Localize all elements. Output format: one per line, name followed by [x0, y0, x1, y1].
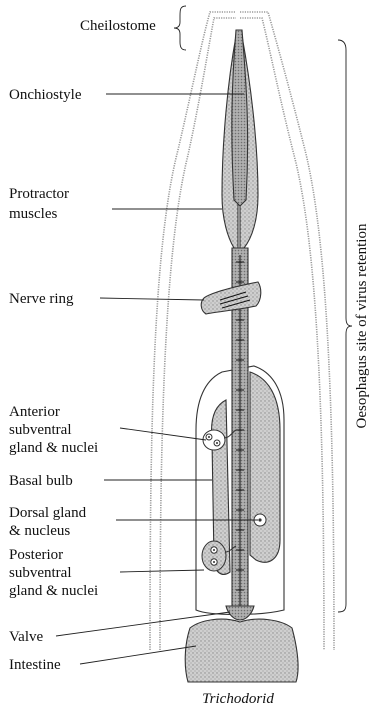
label-posterior-line2: subventral	[9, 565, 71, 581]
dorsal-gland-shape	[250, 372, 280, 562]
label-onchiostyle: Onchiostyle	[9, 87, 82, 103]
anterior-gland-leader	[120, 428, 206, 440]
nerve-ring-leader	[100, 298, 204, 300]
label-valve: Valve	[9, 629, 43, 645]
posterior-gland-leader	[120, 570, 204, 572]
label-oesophagus-region: Oesophagus site of virus retention	[354, 223, 370, 428]
oesophagus-region-brace	[338, 40, 352, 612]
intestine-leader	[80, 646, 196, 664]
label-nerve-ring: Nerve ring	[9, 291, 74, 307]
label-protractor-line2: muscles	[9, 206, 57, 222]
valve-shape	[226, 606, 254, 620]
label-dorsal-line1: Dorsal gland	[9, 505, 87, 521]
label-intestine: Intestine	[9, 657, 61, 673]
intestine-shape	[185, 619, 298, 682]
label-anterior-line3: gland & nuclei	[9, 440, 98, 456]
label-dorsal-line2: & nucleus	[9, 523, 70, 539]
label-cheilostome: Cheilostome	[80, 18, 156, 34]
figure-caption: Trichodorid	[202, 691, 274, 707]
label-anterior-line1: Anterior	[9, 404, 60, 420]
label-posterior-line1: Posterior	[9, 547, 63, 563]
nerve-ring-shape	[201, 282, 261, 314]
cheilostome-brace	[174, 6, 186, 50]
label-basal-bulb: Basal bulb	[9, 473, 73, 489]
label-posterior-line3: gland & nuclei	[9, 583, 98, 599]
label-protractor-line1: Protractor	[9, 186, 69, 202]
label-anterior-line2: subventral	[9, 422, 71, 438]
